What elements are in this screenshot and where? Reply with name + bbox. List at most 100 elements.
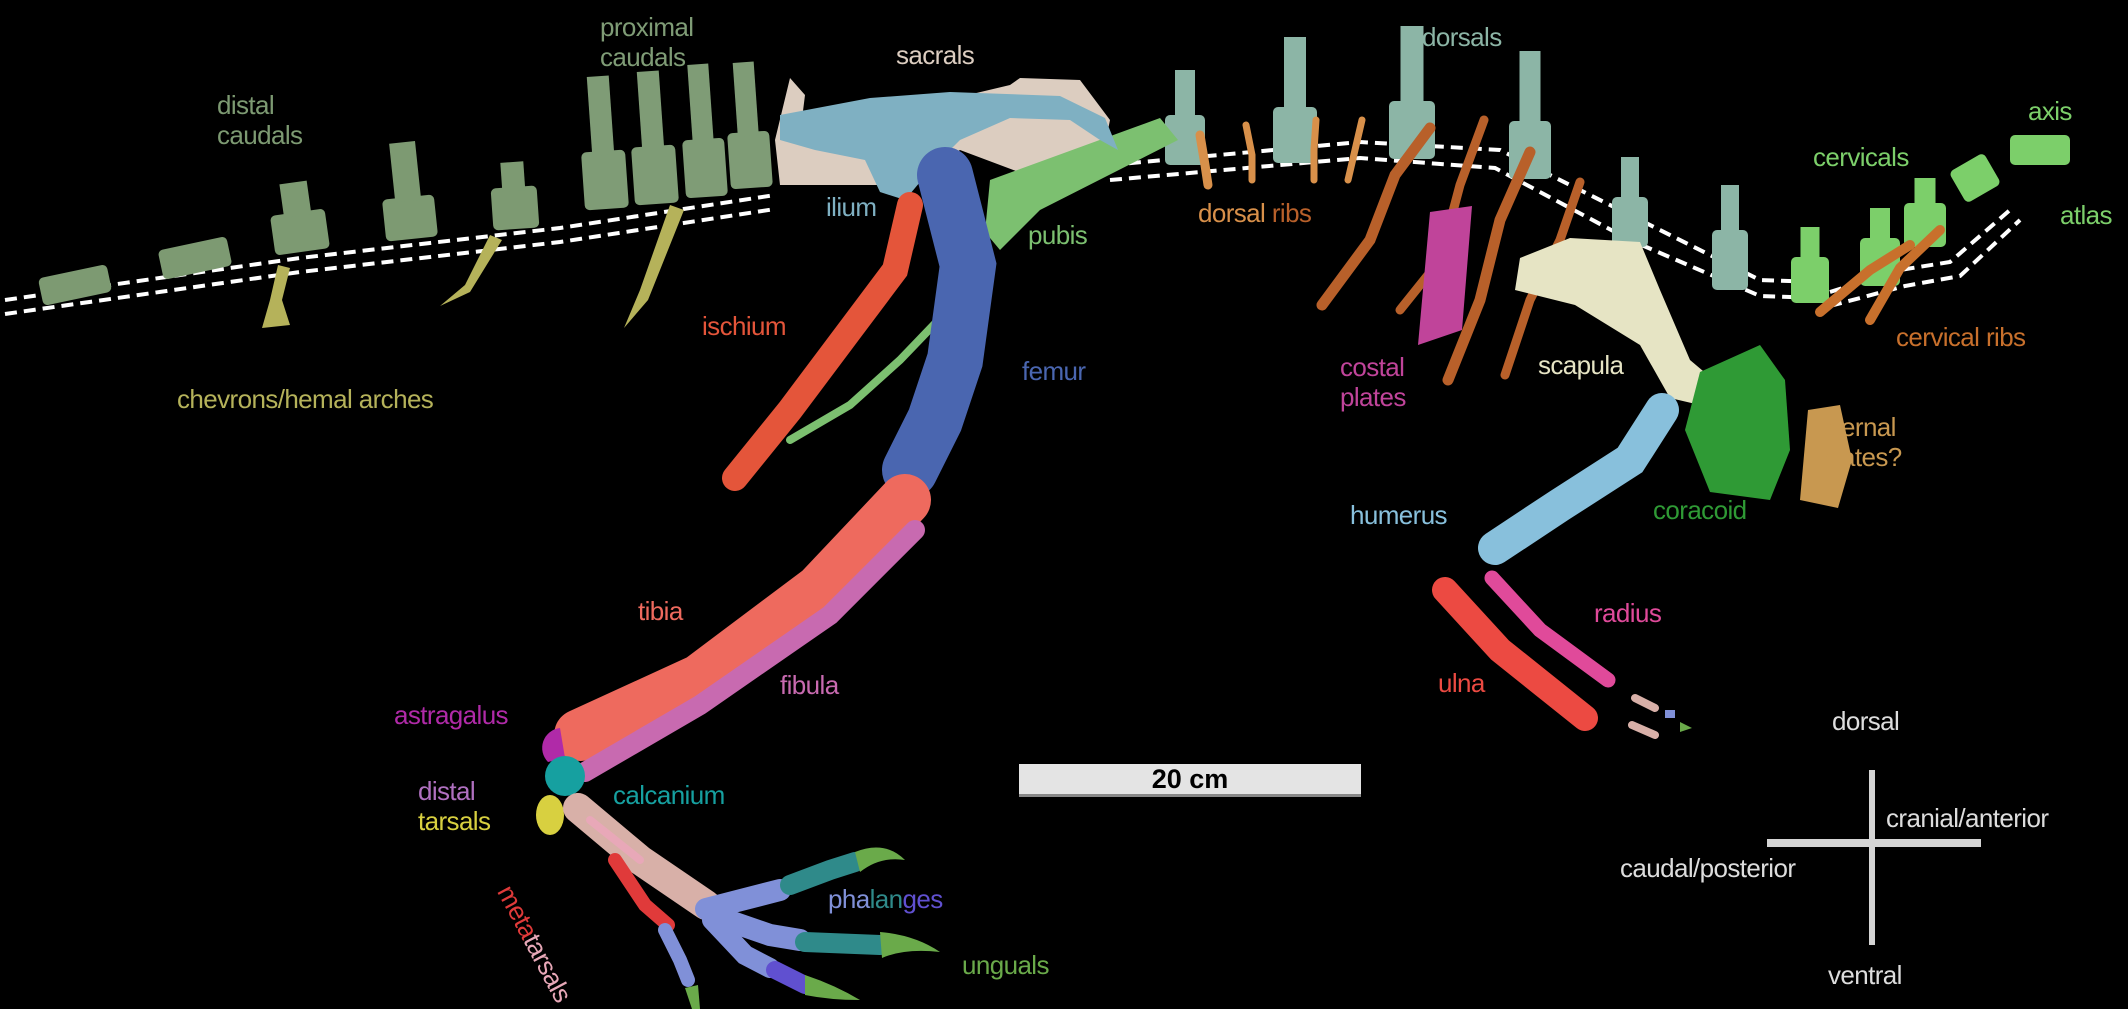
ulna-bone: [1432, 577, 1598, 731]
scapula-bone: [1515, 238, 1735, 405]
label-chevrons: chevrons/hemal arches: [177, 384, 434, 414]
coracoid-bone: [1685, 345, 1790, 500]
dorsal-vertebra: [1273, 37, 1317, 163]
orientation-horizontal-axis: [1767, 839, 1981, 847]
neck-dash-line: [1829, 218, 2022, 308]
label-line: distal: [217, 90, 275, 120]
radius-bone: [1484, 570, 1616, 688]
phalanx-digit: [658, 923, 695, 987]
label-line: plates: [1340, 382, 1406, 412]
neural-spine: [732, 61, 759, 137]
orientation-cranial: cranial/anterior: [1886, 803, 2049, 833]
neural-spine: [1914, 178, 1936, 207]
orientation-vertical-axis: [1869, 770, 1875, 945]
label-calcanium: calcanium: [613, 780, 725, 810]
distal-tarsal-bone: [536, 795, 564, 835]
vertebra-centrum: [1712, 230, 1748, 290]
manus-bone: [1631, 694, 1659, 712]
costal-plate: [1418, 206, 1472, 345]
phalanx-digit: [702, 910, 780, 978]
ungual-claw: [880, 932, 940, 958]
caudal-vertebra: [158, 236, 232, 280]
vertebra-centrum: [631, 144, 679, 206]
neural-spine: [500, 161, 526, 192]
sternal-plate: [1800, 405, 1852, 508]
label-humerus: humerus: [1350, 500, 1448, 530]
neural-spine: [1519, 51, 1541, 125]
cervical-rib: [1815, 240, 1915, 317]
neural-spine: [1175, 70, 1195, 119]
vertebra-centrum: [1791, 257, 1829, 303]
calcanium-bone: [545, 756, 585, 796]
neural-spine: [1284, 37, 1306, 111]
dorsal-rib: [1316, 122, 1436, 311]
label-line: tarsals: [418, 806, 491, 836]
label-coracoid: coracoid: [1653, 495, 1747, 525]
dorsal-rib-small: [1344, 116, 1366, 184]
chevron-bone: [440, 235, 502, 306]
vertebra-centrum: [1273, 107, 1317, 163]
cervical-vertebra: [1791, 227, 1829, 303]
label-radius: radius: [1594, 598, 1662, 628]
humerus-bone: [1478, 393, 1679, 565]
label-scapula: scapula: [1538, 350, 1624, 380]
neural-spine: [1721, 185, 1739, 234]
orientation-caudal: caudal/posterior: [1620, 853, 1796, 883]
vertebra-centrum: [382, 194, 438, 242]
chevron-bone: [262, 265, 290, 328]
caudal-vertebra: [581, 75, 629, 211]
scale-bar-label: 20 cm: [1151, 763, 1229, 794]
femur-bone: [882, 147, 997, 498]
caudal-vertebra: [727, 61, 773, 190]
label-line: proximal: [600, 12, 694, 42]
orientation-ventral: ventral: [1828, 960, 1902, 990]
tibia-bone: [554, 474, 931, 761]
metatarsal-bone: [586, 816, 644, 864]
phalanx-digit: [701, 904, 811, 951]
neural-spine: [279, 180, 312, 219]
neural-spine: [1621, 157, 1639, 201]
label-axis: axis: [2028, 96, 2072, 126]
neural-spine: [586, 75, 615, 156]
vertebra-centrum: [727, 130, 773, 190]
neural-spine: [389, 141, 422, 203]
label-cervical-ribs: cervical ribs: [1896, 322, 2026, 352]
vertebra-centrum: [1612, 197, 1648, 247]
vertebral-column: [38, 26, 2070, 306]
label-line: sternal: [1822, 412, 1896, 442]
label-fibula: fibula: [780, 670, 839, 700]
ungual-claw: [685, 985, 700, 1009]
label-unguals: unguals: [962, 950, 1049, 980]
caudal-vertebra: [682, 63, 728, 199]
trunk-dash-line: [1109, 155, 1821, 300]
caudal-vertebra: [490, 161, 540, 231]
phalanx-digit: [780, 852, 865, 895]
neural-spine: [636, 70, 665, 151]
caudal-vertebra: [270, 180, 330, 255]
dorsal-rib-small: [1310, 116, 1320, 184]
vertebra-centrum: [1950, 154, 2000, 202]
label-line: caudals: [600, 42, 686, 72]
manus-bone: [1628, 721, 1659, 739]
label-ulna: ulna: [1438, 668, 1485, 698]
label-cervicals: cervicals: [1813, 142, 1909, 172]
vertebra-centrum: [682, 137, 728, 199]
astragalus-bone: [542, 728, 565, 762]
dorsal-ribs: [1195, 115, 1585, 386]
caudal-vertebra: [382, 141, 438, 242]
orientation-dorsal: dorsal: [1832, 706, 1900, 736]
chevron-bone: [624, 205, 684, 328]
label-atlas: atlas: [2060, 200, 2113, 230]
neck-dash-line: [1829, 208, 2012, 294]
dorsal-rib-small: [1195, 130, 1213, 190]
label-dorsals: dorsals: [1422, 22, 1502, 52]
label-part: pha: [828, 884, 870, 914]
label-astragalus: astragalus: [394, 700, 509, 730]
label-part: dorsal: [1198, 198, 1266, 228]
dorsal-vertebra: [1712, 185, 1748, 290]
